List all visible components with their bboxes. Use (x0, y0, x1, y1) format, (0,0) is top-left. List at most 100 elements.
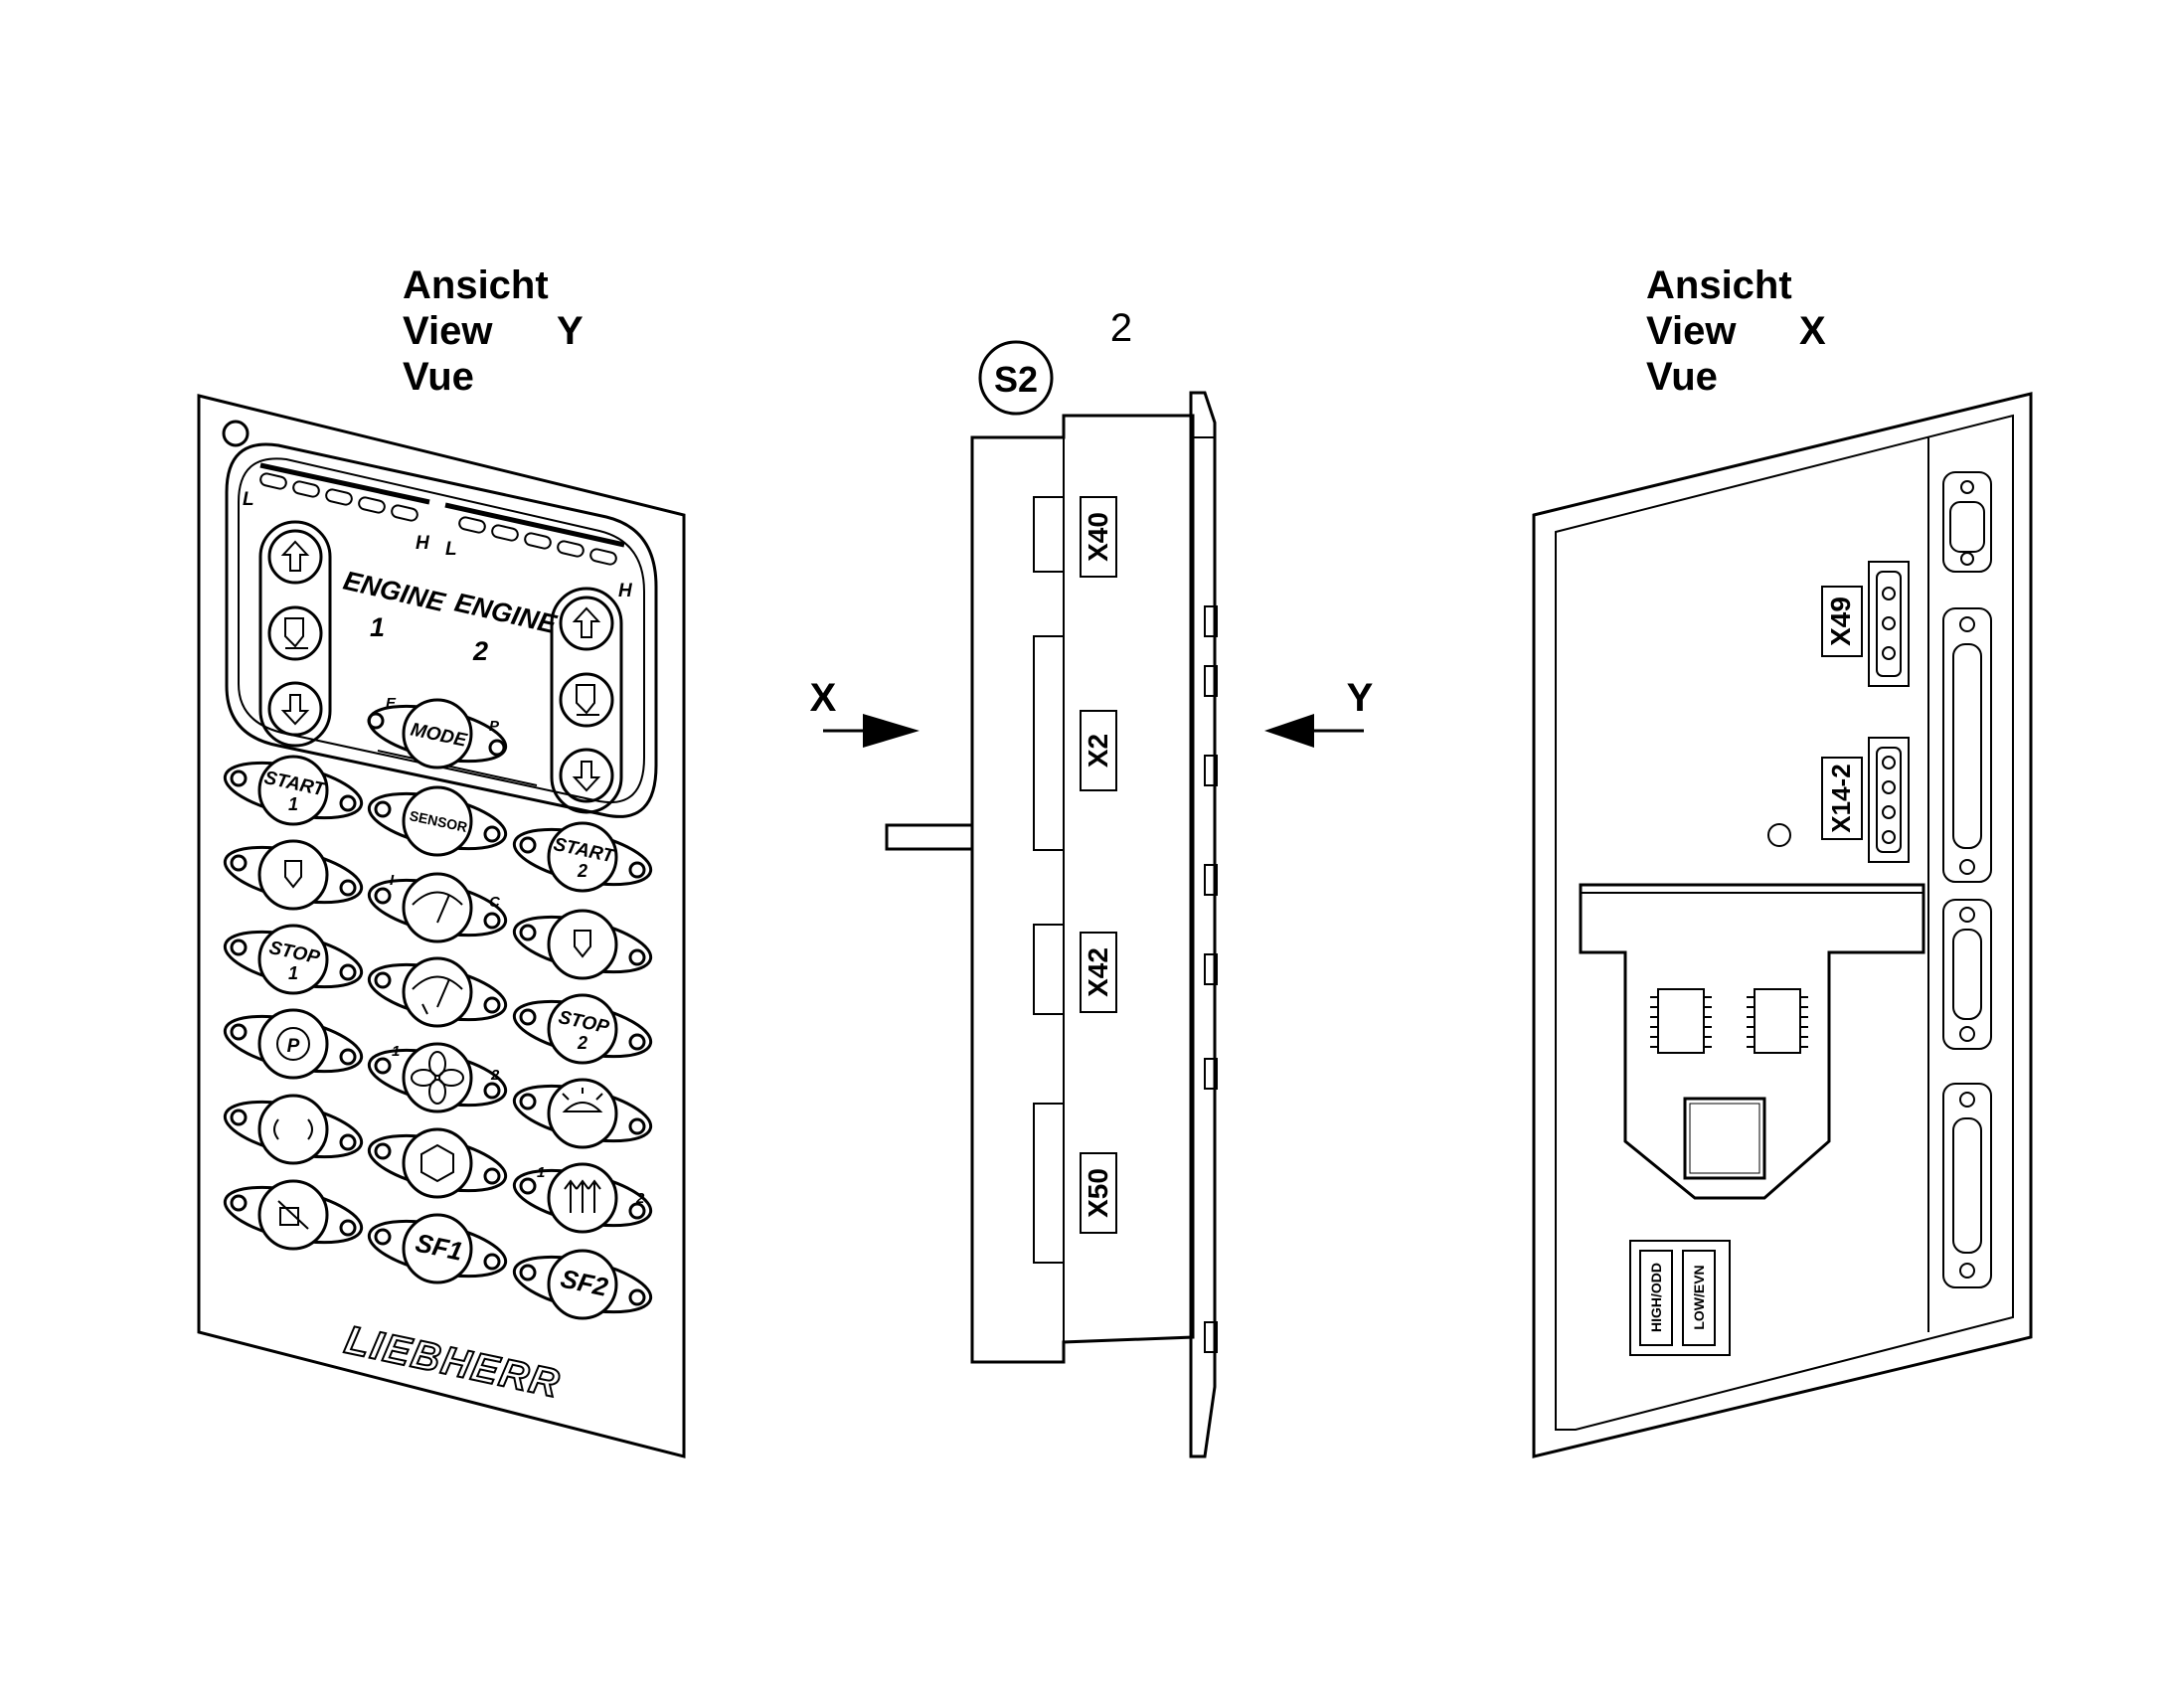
washer-icon (412, 975, 463, 1015)
high-odd-switch[interactable] (1639, 1250, 1673, 1346)
horn-off-button[interactable] (221, 1177, 367, 1253)
engine1-pod (258, 520, 332, 748)
connector-x40 (1080, 496, 1117, 578)
engine1-label: ENGINE (341, 566, 449, 618)
engine2-pod (550, 587, 623, 814)
arrow-y-label: Y (1347, 676, 1374, 720)
mode-left-letter: E (386, 695, 397, 712)
connector-x2-label: X2 (1083, 734, 1113, 768)
light-icon (562, 1088, 603, 1112)
dip-switch-housing (1629, 1240, 1731, 1356)
work-light-button[interactable] (510, 1076, 656, 1151)
stop1-button[interactable] (221, 922, 367, 997)
bargraph-left (259, 462, 430, 505)
connector-x49-label: X49 (1825, 597, 1856, 646)
sf1-button[interactable] (365, 1211, 511, 1286)
wiper-icon (412, 891, 463, 924)
mounting-hole (1767, 823, 1791, 847)
connector-x42 (1080, 932, 1117, 1013)
heat-left-number: 1 (537, 1164, 545, 1181)
low-even-switch[interactable] (1682, 1250, 1716, 1346)
connector-recess (1033, 924, 1065, 1015)
stop2-button[interactable] (510, 991, 656, 1067)
fan-button[interactable] (365, 1040, 511, 1115)
button-grid (221, 696, 656, 1322)
engine2-up-button[interactable] (559, 596, 614, 651)
high-odd-label: HIGH/ODD (1648, 1263, 1664, 1332)
mute-icon (277, 1200, 309, 1230)
heat-button[interactable] (510, 1160, 656, 1236)
horn-icon (273, 1118, 313, 1140)
button-profile (1204, 605, 1218, 1353)
range-high-left: H (416, 533, 430, 554)
front-panel (197, 394, 686, 1458)
connector-recess (1033, 496, 1065, 573)
connector-recess (1033, 1103, 1065, 1264)
mode-right-letter: P (489, 718, 500, 735)
mode-button[interactable] (365, 696, 511, 771)
horn-button[interactable] (221, 1092, 367, 1167)
mounting-stud (885, 823, 974, 851)
connector-x42-label: X42 (1083, 947, 1113, 997)
wiper-right-letter: C (489, 894, 501, 911)
s2-badge (978, 340, 1054, 416)
engine1-up-button[interactable] (267, 529, 323, 585)
arrow-x-label: X (810, 676, 837, 720)
right-view-heading: Ansicht View X Vue (1646, 263, 1826, 399)
stop2-number: 2 (577, 1033, 587, 1053)
sf2-button[interactable] (510, 1247, 656, 1322)
fan-right-number: 2 (490, 1067, 500, 1084)
mounting-hole (222, 420, 250, 447)
pcb-board (1579, 883, 1925, 1200)
engine1-symbol (267, 605, 323, 661)
arrow-down-icon (280, 694, 310, 726)
arrow-up-icon (572, 606, 601, 638)
range-high-right: H (618, 581, 633, 601)
dsub25-connector (1942, 1083, 1992, 1288)
connector-x14-housing (1868, 737, 1910, 863)
park-letter: P (287, 1036, 300, 1057)
right-heading-line3: Vue (1646, 355, 1718, 399)
right-heading-line1: Ansicht (1646, 263, 1792, 307)
dsub37-connector (1942, 607, 1992, 883)
gear-button[interactable] (365, 1125, 511, 1201)
s2-badge-label: S2 (994, 359, 1038, 400)
ic-pins (1650, 996, 1808, 1048)
engine1-down-button[interactable] (267, 681, 323, 737)
preheat1-button[interactable] (221, 837, 367, 913)
engine2-down-button[interactable] (559, 748, 614, 803)
arrow-down-icon (572, 761, 601, 792)
engine2-number: 2 (472, 636, 488, 666)
left-view-heading: Ansicht View Y Vue (403, 263, 584, 399)
left-heading-line3: Vue (403, 355, 474, 399)
preheat2-button[interactable] (510, 907, 656, 982)
sensor-button[interactable] (365, 783, 511, 859)
ic-chip (1657, 988, 1705, 1054)
engine-icon (284, 860, 302, 889)
arrow-y-head (1264, 714, 1314, 748)
brand-logo: LIEBHERR (341, 1318, 565, 1407)
parking-brake-button[interactable] (221, 1006, 367, 1082)
engine-icon (576, 684, 599, 716)
start1-button[interactable] (221, 753, 367, 828)
connector-x49-housing (1868, 561, 1910, 687)
range-low-right: L (445, 539, 457, 560)
left-heading-line2: View (403, 309, 493, 353)
start2-number: 2 (577, 861, 587, 881)
engine1-number: 1 (370, 612, 385, 642)
side-view-labels: 2 S2 X Y X40 X2 X42 X50 (810, 306, 1374, 1218)
range-low-left: L (243, 489, 254, 510)
side-view (823, 340, 1364, 1458)
connector-x49-tag (1821, 586, 1863, 657)
engine-icon (284, 617, 308, 649)
item-number: 2 (1110, 306, 1132, 350)
washer-button[interactable] (365, 954, 511, 1030)
gear-icon (420, 1143, 454, 1183)
connector-recess (1033, 635, 1065, 851)
display-bezel (225, 442, 658, 818)
right-heading-line2: View (1646, 309, 1737, 353)
start2-button[interactable] (510, 819, 656, 895)
wiper-button[interactable] (365, 870, 511, 945)
connector-x14-tag (1821, 757, 1863, 840)
